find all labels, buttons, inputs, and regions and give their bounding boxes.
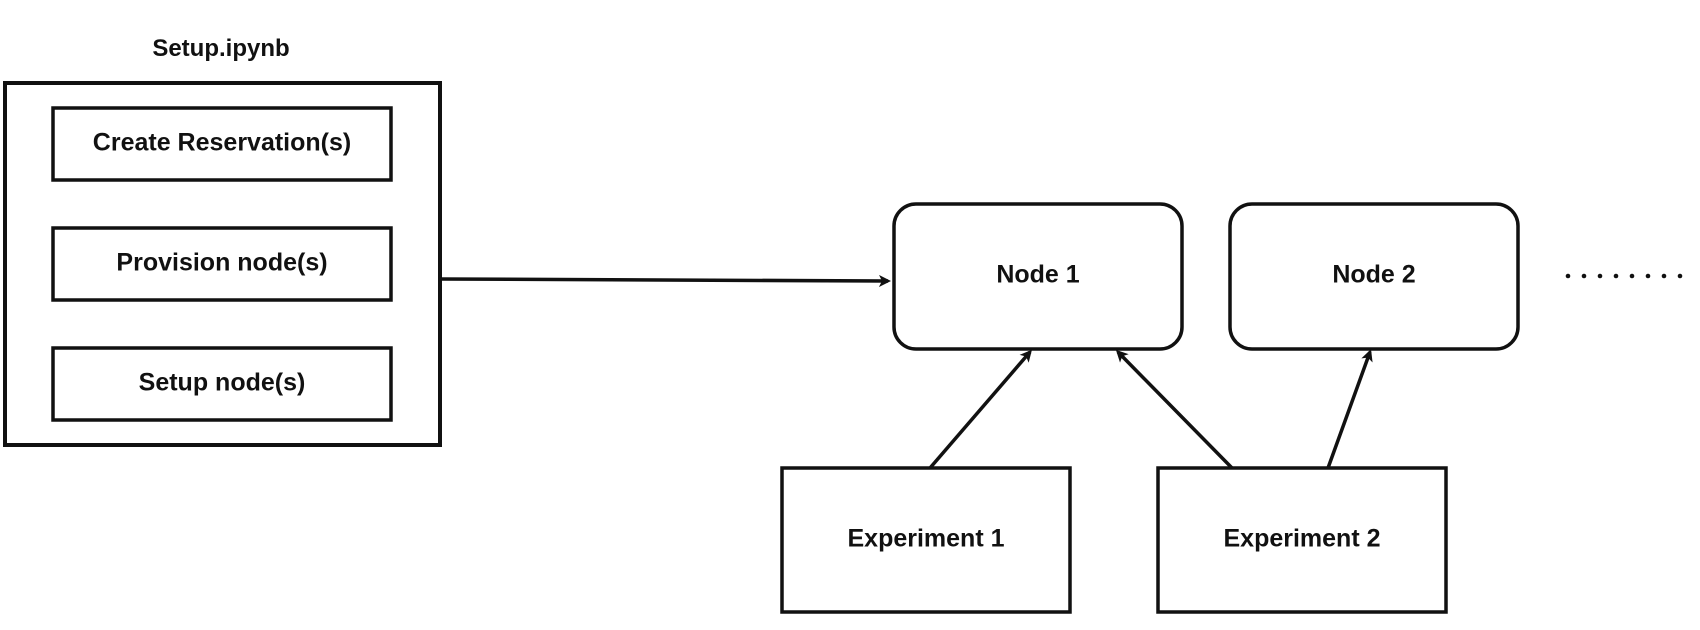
- step-provision-nodes-label: Provision node(s): [116, 249, 327, 277]
- node-1-label: Node 1: [996, 261, 1079, 289]
- node-2-label: Node 2: [1332, 261, 1415, 289]
- setup-to-node1-arrow: [439, 274, 891, 287]
- node-2: Node 2: [1228, 202, 1520, 351]
- experiment-1: Experiment 1: [780, 466, 1072, 614]
- more-nodes-ellipsis: [1565, 273, 1683, 279]
- setup-notebook-title: Setup.ipynb: [152, 35, 289, 62]
- step-create-reservations: Create Reservation(s): [51, 106, 393, 182]
- experiment2-to-node2-arrow: [1326, 349, 1373, 469]
- step-create-reservations-label: Create Reservation(s): [93, 129, 351, 157]
- experiment-2-label: Experiment 2: [1223, 525, 1380, 553]
- step-setup-nodes-label: Setup node(s): [139, 369, 306, 397]
- node-1: Node 1: [892, 202, 1184, 351]
- experiment1-to-node1-arrow: [928, 349, 1032, 470]
- experiment-2: Experiment 2: [1156, 466, 1448, 614]
- step-setup-nodes: Setup node(s): [51, 346, 393, 422]
- experiment2-to-node1-arrow: [1115, 349, 1234, 470]
- experiment-1-label: Experiment 1: [847, 525, 1004, 553]
- step-provision-nodes: Provision node(s): [51, 226, 393, 302]
